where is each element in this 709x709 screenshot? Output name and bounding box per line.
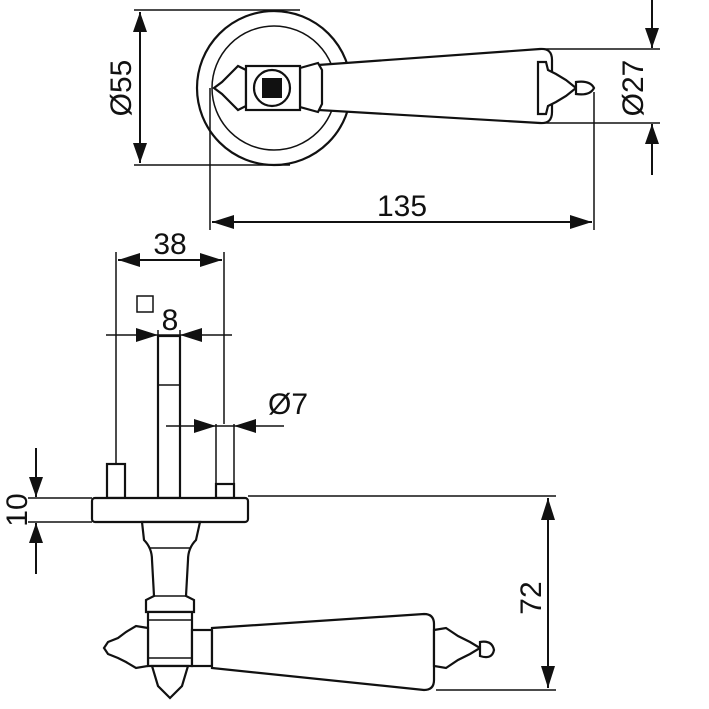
top-view: Ø55 Ø27 135 — [105, 0, 660, 230]
side-finial-tip — [478, 640, 496, 659]
side-left-pin — [105, 462, 127, 500]
top-finial-tip — [574, 80, 596, 96]
side-lever-finial — [432, 626, 483, 670]
side-right-pin — [214, 482, 236, 500]
square-symbol-icon — [136, 295, 154, 313]
side-lever-body — [210, 612, 436, 692]
side-view: 38 8 Ø7 10 72 — [1, 228, 556, 700]
side-hub-block — [146, 610, 194, 668]
side-right-collar — [190, 628, 214, 668]
top-lever-collar — [298, 61, 324, 114]
side-rose-plate — [90, 496, 250, 524]
handle-length-label: 135 — [377, 190, 427, 223]
side-spindle — [156, 334, 182, 500]
rose-diameter-label: Ø55 — [105, 60, 138, 117]
rose-thickness-label: 10 — [1, 493, 34, 526]
side-bottom-tip — [150, 664, 190, 700]
spindle-square-label: 8 — [162, 304, 179, 337]
top-hub-left — [212, 64, 248, 112]
top-spindle-square — [262, 78, 282, 98]
top-lever-body — [316, 47, 554, 125]
backset-label: 38 — [153, 228, 186, 261]
side-neck — [140, 520, 202, 614]
side-left-finial — [102, 624, 150, 670]
screw-diameter-label: Ø7 — [268, 388, 308, 421]
handle-tip-diameter-label: Ø27 — [617, 60, 650, 117]
projection-label: 72 — [515, 581, 548, 614]
top-lever-finial — [536, 60, 578, 116]
